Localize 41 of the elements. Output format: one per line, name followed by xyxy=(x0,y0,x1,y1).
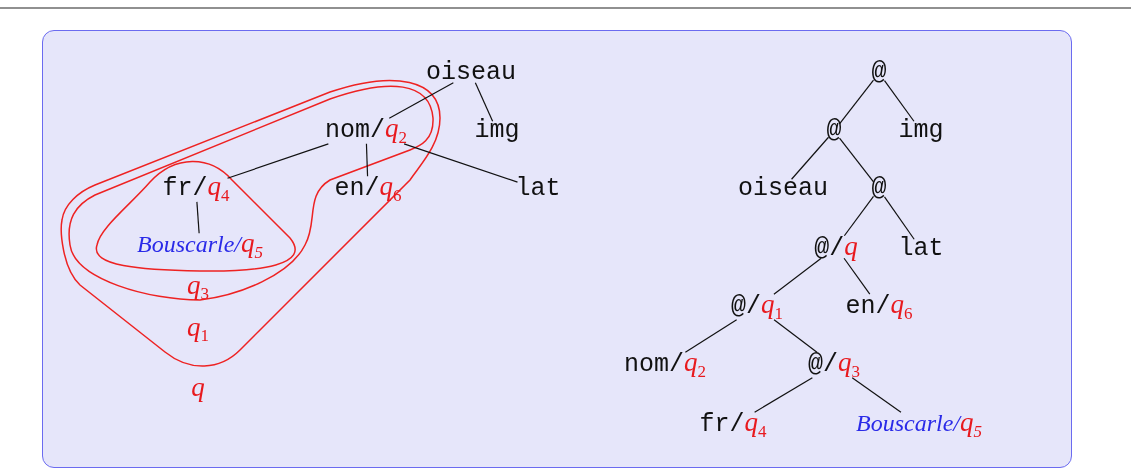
tree-node-label: img xyxy=(898,117,944,145)
tree-node-label: fr/q$_{4}$ xyxy=(162,172,230,206)
tree-edge xyxy=(772,257,822,295)
region-label: q$_{1}$ xyxy=(187,312,209,346)
tree-edge xyxy=(365,142,368,177)
tree-node-label: @/q xyxy=(814,231,858,263)
tree-node-label: fr/q$_{4}$ xyxy=(699,408,767,442)
tree-node-label: en/q$_{6}$ xyxy=(845,290,913,324)
region-label: q xyxy=(191,371,205,403)
tree-edge xyxy=(851,376,902,413)
tree-edge xyxy=(403,142,518,183)
tree-panel xyxy=(42,30,1072,468)
tree-edge xyxy=(838,79,874,124)
tree-edge xyxy=(226,142,329,179)
tree-node-label: @ xyxy=(871,59,887,87)
tree-edge xyxy=(838,137,874,182)
tree-node-label: @/q$_{3}$ xyxy=(808,348,860,382)
tree-node-label: lat xyxy=(898,235,944,263)
tree-node-label: nom/q$_{2}$ xyxy=(325,114,407,148)
tree-node-label: Bouscarle/q$_{5}$ xyxy=(137,229,263,263)
tree-node-label: oiseau xyxy=(426,59,516,87)
tree-edge xyxy=(883,195,915,240)
tree-node-label: @ xyxy=(826,117,842,145)
tree-edge xyxy=(684,318,737,353)
tree-edge xyxy=(195,200,200,234)
tree-node-label: img xyxy=(474,117,520,145)
tree-edge xyxy=(388,81,454,119)
tree-node-label: Bouscarle/q$_{5}$ xyxy=(856,408,982,442)
tree-node-label: @ xyxy=(871,175,887,203)
tree-node-label: nom/q$_{2}$ xyxy=(624,348,706,382)
tree-edge xyxy=(790,136,829,180)
tree-edge xyxy=(772,318,818,353)
tree-node-label: lat xyxy=(515,175,561,203)
tree-node-label: oiseau xyxy=(738,175,828,203)
tree-edge xyxy=(883,79,915,122)
tree-node-label: @/q$_{1}$ xyxy=(731,290,783,324)
tree-edge xyxy=(753,376,813,413)
tree-edge xyxy=(843,195,874,236)
region-label: q$_{3}$ xyxy=(187,270,209,304)
tree-edge xyxy=(842,257,870,295)
tree-edge xyxy=(474,81,493,122)
